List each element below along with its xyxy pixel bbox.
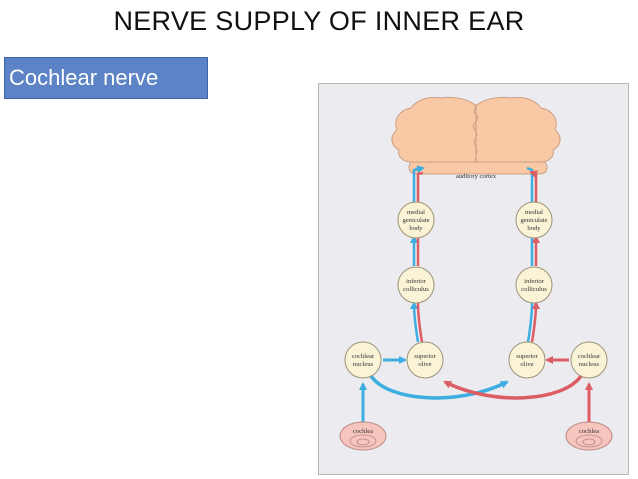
right-medial-geniculate-body: medial geniculate body [515,201,553,239]
left-ic-line2: colliculus [403,286,429,293]
right-ascending-pathway [526,166,540,343]
auditory-pathway-figure: auditory cortex medial geniculate body i… [318,83,629,475]
right-cn-line2: nucleus [579,361,600,368]
right-cn-line1: cochlear [578,353,601,360]
left-cochlear-nucleus: cochlear nucleus [344,341,382,379]
cortex-fissure [472,103,479,163]
left-ascending-pathway [410,165,425,343]
left-superior-olive: superior olive [406,341,444,379]
left-so-line1: superior [414,353,436,360]
right-cochlea: cochlea [565,421,613,451]
brainstem-connections [359,356,593,422]
right-ic-line2: colliculus [521,286,547,293]
cortex-hemisphere-left [391,96,477,163]
left-cochlea-label: cochlea [353,428,373,435]
right-ic-line1: inferior [524,278,545,285]
auditory-pathway-diagram: auditory cortex medial geniculate body i… [339,96,613,451]
right-inferior-colliculus: inferior colliculus [515,266,553,304]
right-so-line2: olive [520,361,533,368]
left-cn-line1: cochlear [352,353,375,360]
left-so-line2: olive [418,361,431,368]
left-medial-geniculate-body: medial geniculate body [397,201,435,239]
left-mgb-line1: medial [407,209,425,216]
auditory-cortex: auditory cortex [391,96,561,180]
left-cochlea: cochlea [339,421,387,451]
left-mgb-line3: body [409,225,423,232]
cortex-base [408,161,548,175]
right-superior-olive: superior olive [508,341,546,379]
right-cochlea-label: cochlea [579,428,599,435]
cochlear-nerve-label: Cochlear nerve [4,57,208,99]
right-mgb-line1: medial [525,209,543,216]
cortex-label: auditory cortex [456,173,497,180]
left-ic-line1: inferior [406,278,427,285]
right-mgb-line2: geniculate [520,217,547,224]
cortex-hemisphere-right [475,96,561,163]
right-mgb-line3: body [527,225,541,232]
left-mgb-line2: geniculate [402,217,429,224]
left-cn-line2: nucleus [353,361,374,368]
right-cochlear-nucleus: cochlear nucleus [570,341,608,379]
slide-title: NERVE SUPPLY OF INNER EAR [113,6,525,36]
right-so-line1: superior [516,353,538,360]
left-inferior-colliculus: inferior colliculus [397,266,435,304]
